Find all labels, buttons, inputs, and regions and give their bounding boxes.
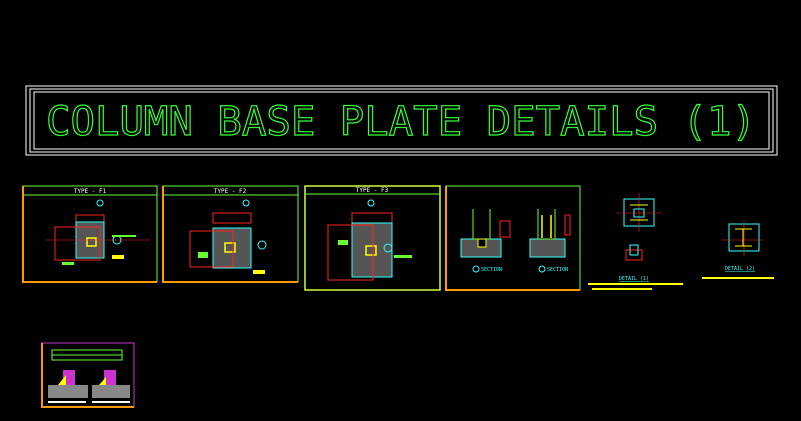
panel-sections[interactable]: SECTION SECTION [445,185,581,291]
panel-title: TYPE - F2 [214,188,247,195]
section-b: SECTION [529,209,571,273]
detail-2[interactable]: DETAIL (2) [702,220,774,279]
section-a-label: SECTION [481,267,502,273]
detail-1-label: DETAIL (1) [619,276,649,282]
title-block: COLUMN BASE PLATE DETAILS (1) [25,85,778,156]
panel-base-sections[interactable] [41,342,135,408]
panel-title: TYPE - F1 [74,188,107,195]
panel-type-f1[interactable]: TYPE - F1 [22,185,158,283]
section-a: SECTION [460,209,511,273]
section-b-label: SECTION [547,267,568,273]
detail-2-label: DETAIL (2) [725,266,755,272]
drawing-title: COLUMN BASE PLATE DETAILS (1) [46,99,756,145]
detail-1[interactable]: DETAIL (1) [588,193,683,290]
panel-type-f2[interactable]: TYPE - F2 [162,185,299,283]
panel-title: TYPE - F3 [356,187,389,194]
panel-type-f3[interactable]: TYPE - F3 [304,185,441,291]
